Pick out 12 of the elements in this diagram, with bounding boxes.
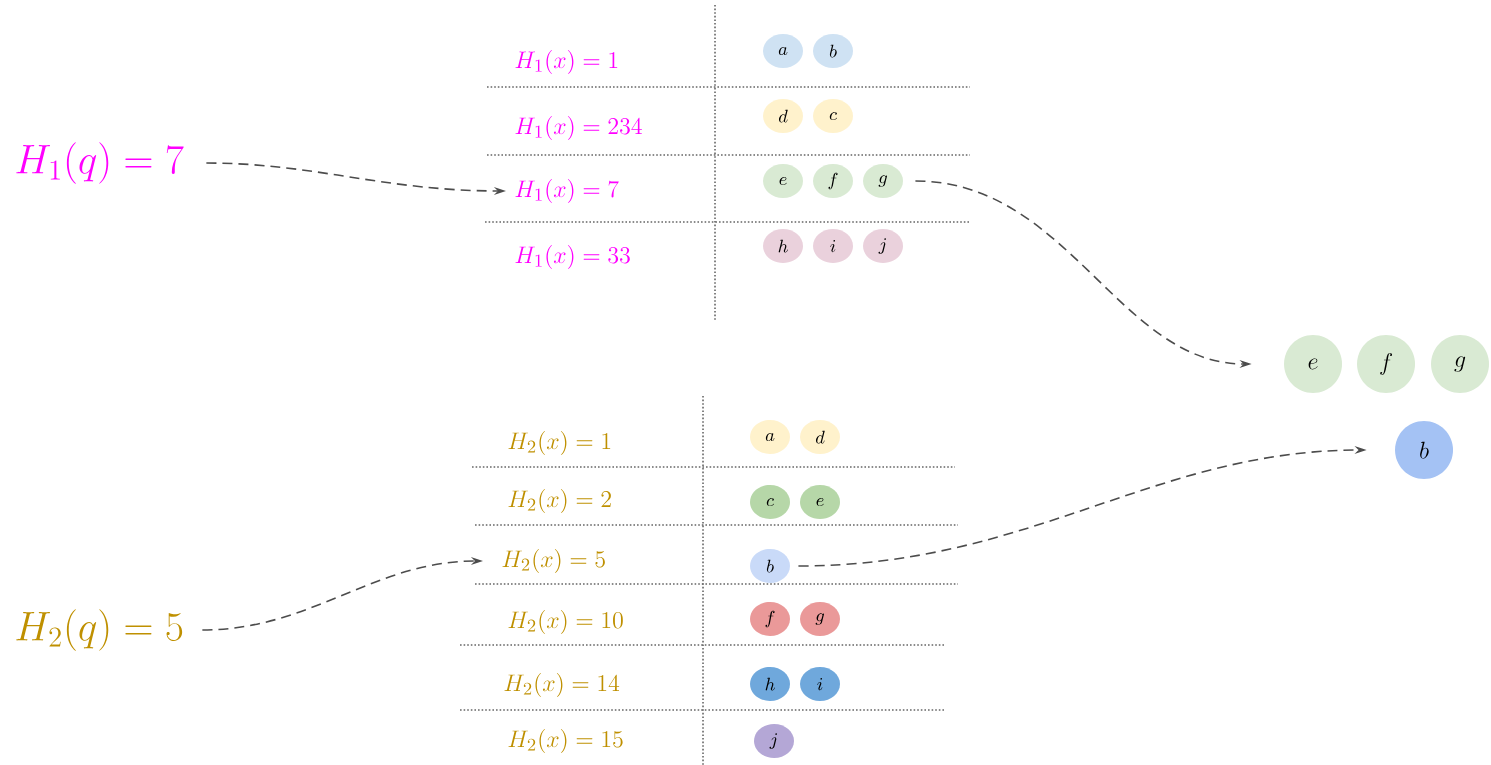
query-label: $H_1(q) = 7$ — [16, 142, 184, 184]
hash-label: $H_2(x) = 1$ — [508, 431, 611, 456]
query-label: $H_2(q) = 5$ — [16, 609, 183, 651]
hash-label: $H_1(x) = 1$ — [515, 50, 618, 74]
hash-label: $H_1(x) = 33$ — [515, 245, 630, 269]
hash-label: $H_2(x) = 2$ — [508, 489, 611, 514]
hash-label: $H_2(x) = 10$ — [508, 610, 623, 635]
hash-label: $H_2(x) = 5$ — [502, 549, 605, 574]
hash-label: $H_1(x) = 7$ — [515, 179, 619, 203]
hash-label: $H_2(x) = 15$ — [508, 729, 623, 754]
hash-label: $H_2(x) = 14$ — [504, 673, 620, 698]
hash-label: $H_1(x) = 234$ — [515, 116, 642, 140]
